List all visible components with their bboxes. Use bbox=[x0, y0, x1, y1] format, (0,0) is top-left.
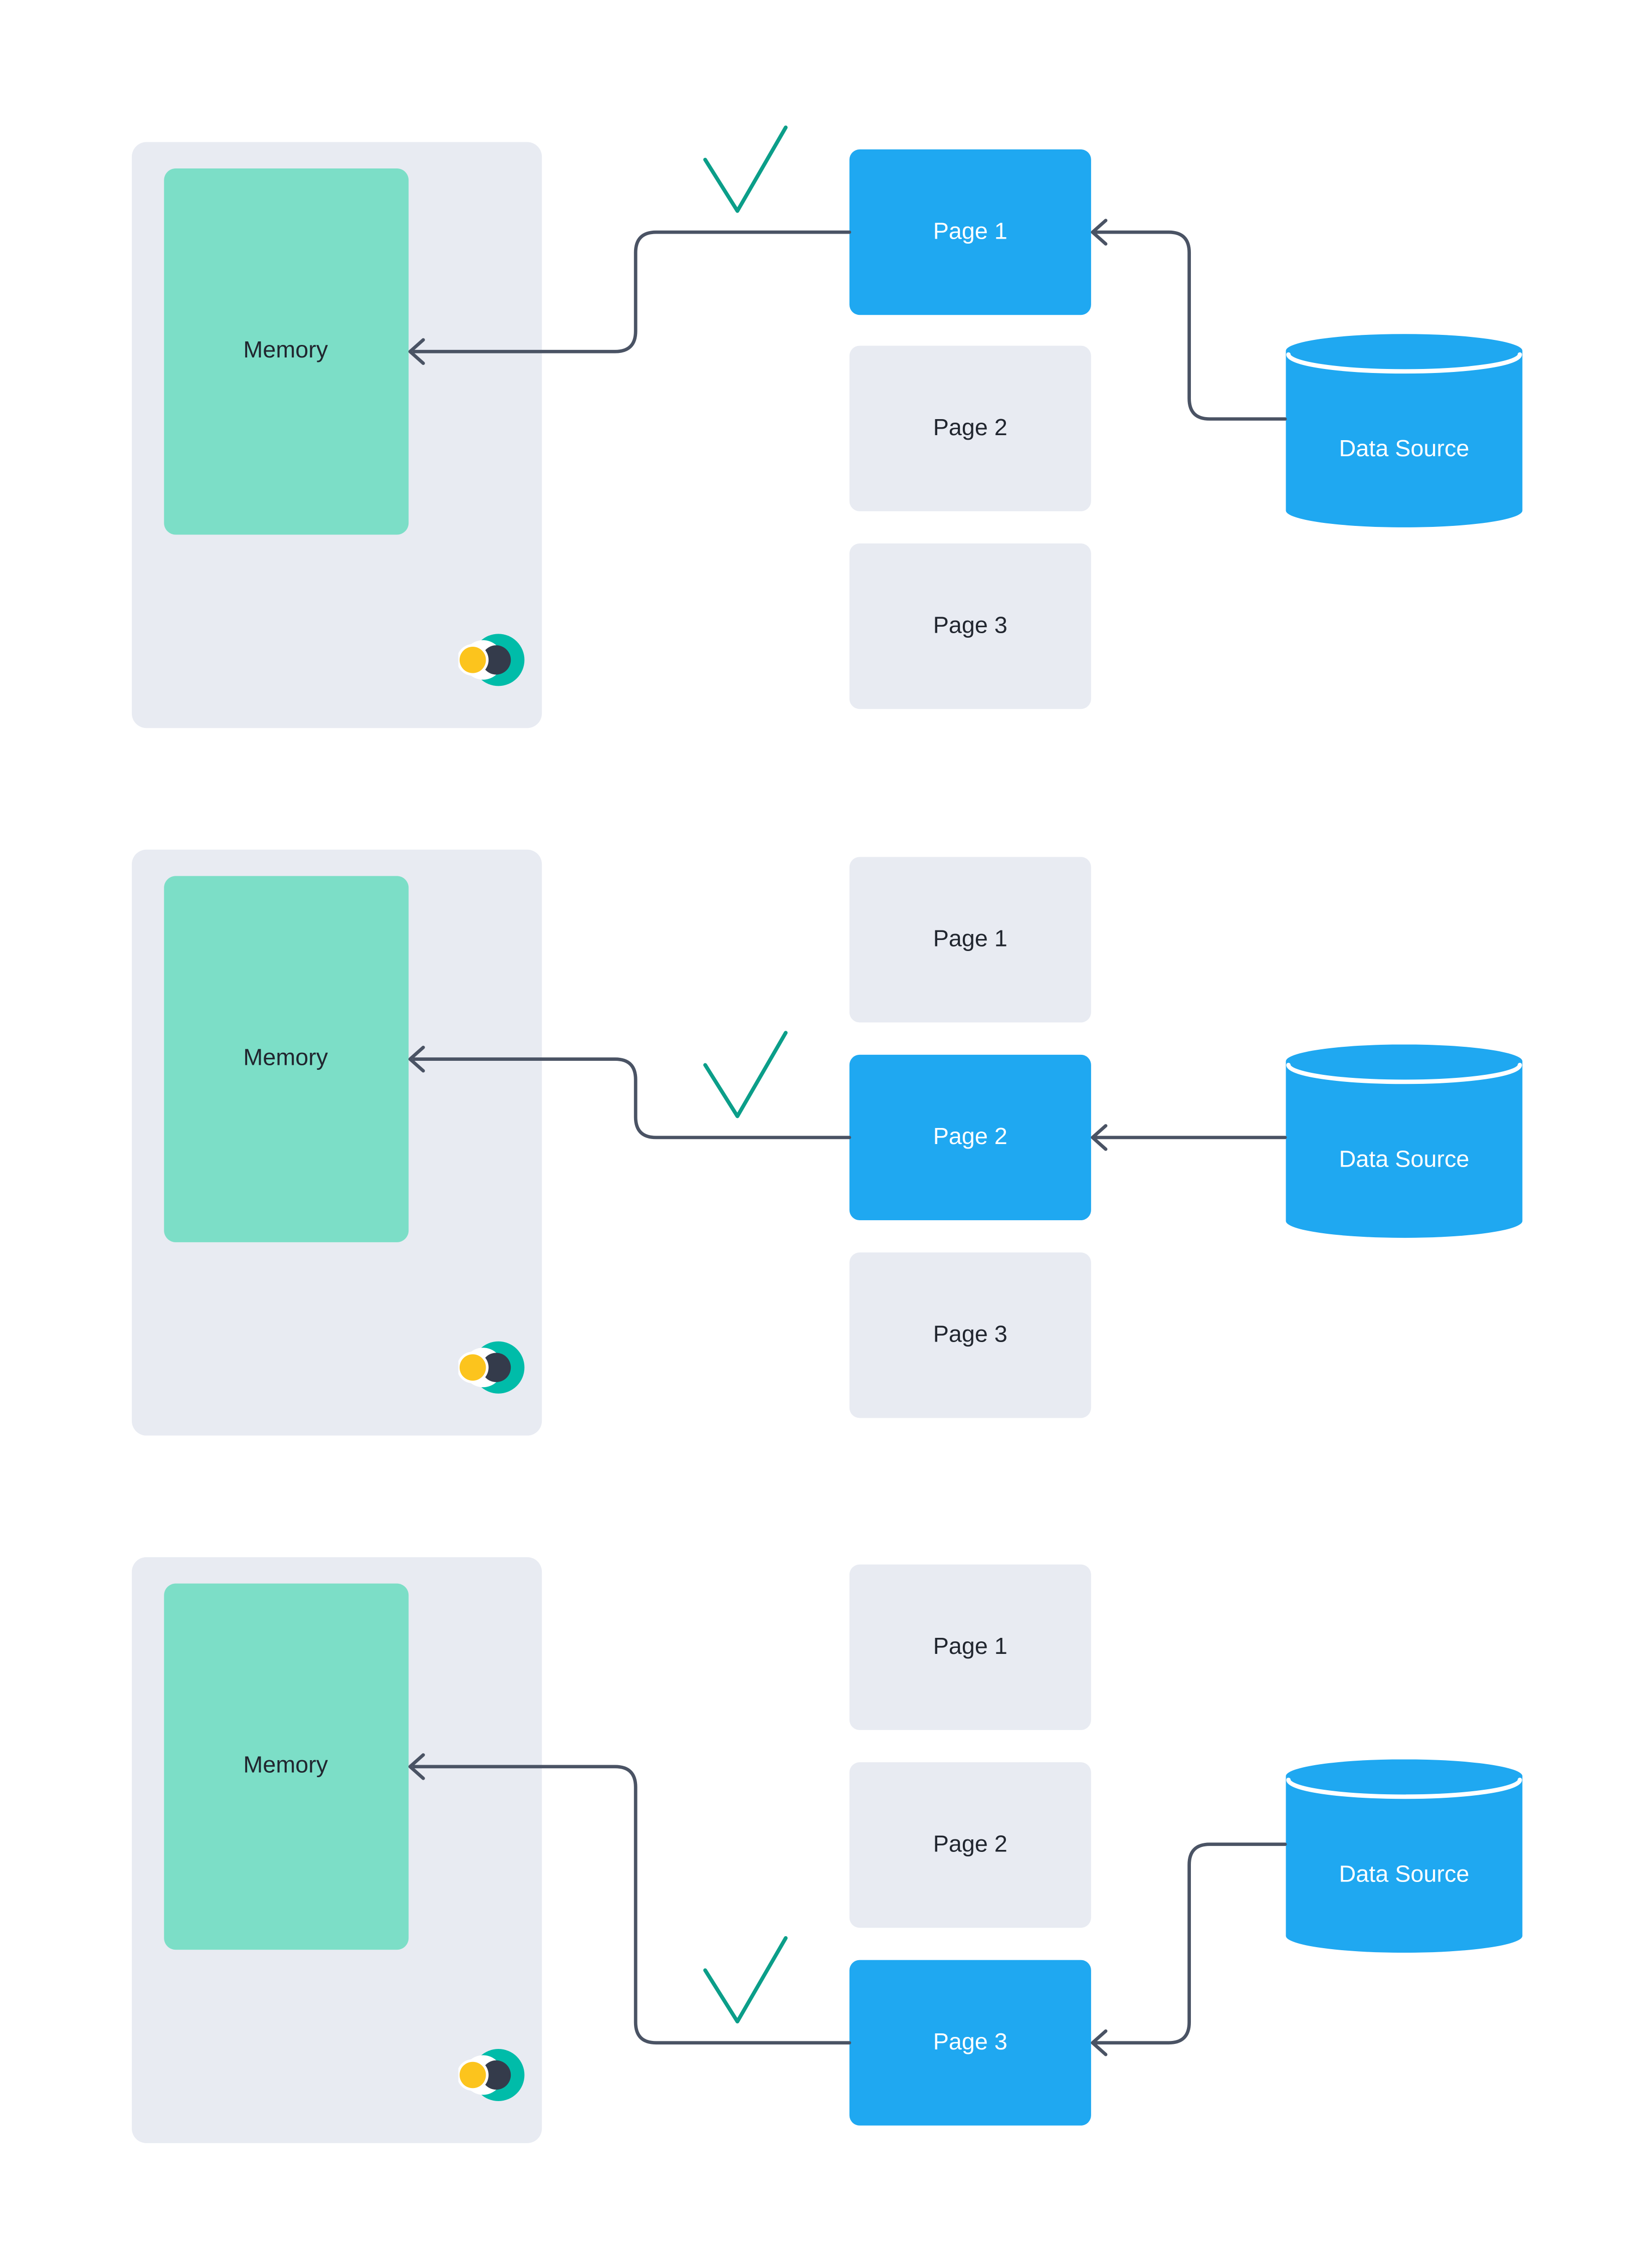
memory-block: Memory bbox=[163, 168, 408, 535]
page-box-page3: Page 3 bbox=[849, 543, 1091, 709]
page-box-page2: Page 2 bbox=[849, 1762, 1091, 1928]
page-label: Page 1 bbox=[933, 219, 1007, 244]
data-source-cylinder: Data Source bbox=[1285, 334, 1522, 527]
brand-logo-icon bbox=[458, 1341, 525, 1394]
memory-block: Memory bbox=[163, 876, 408, 1242]
page-box-page3: Page 3 bbox=[849, 1960, 1091, 2126]
memory-panel: Memory bbox=[131, 142, 542, 728]
page-label: Page 3 bbox=[933, 2029, 1007, 2055]
page-box-page2: Page 2 bbox=[849, 1054, 1091, 1221]
page-label: Page 2 bbox=[933, 1124, 1007, 1150]
memory-block: Memory bbox=[163, 1583, 408, 1950]
page-label: Page 3 bbox=[933, 1322, 1007, 1347]
arrow-datasource-to-page3 bbox=[1091, 1842, 1287, 2056]
data-source-cylinder: Data Source bbox=[1285, 1759, 1522, 1953]
data-source-label: Data Source bbox=[1338, 1860, 1469, 1887]
check-icon bbox=[703, 1031, 788, 1118]
memory-label: Memory bbox=[243, 1046, 328, 1071]
data-source-label: Data Source bbox=[1338, 435, 1469, 461]
brand-logo-icon bbox=[458, 2048, 525, 2102]
page-label: Page 2 bbox=[933, 415, 1007, 441]
data-source-cylinder: Data Source bbox=[1285, 1044, 1522, 1238]
page-box-page3: Page 3 bbox=[849, 1252, 1091, 1418]
arrow-datasource-to-page2 bbox=[1091, 1124, 1287, 1151]
page-label: Page 1 bbox=[933, 926, 1007, 952]
page-box-page2: Page 2 bbox=[849, 345, 1091, 511]
check-icon bbox=[703, 125, 788, 213]
data-source-label: Data Source bbox=[1338, 1146, 1469, 1172]
check-icon bbox=[703, 1936, 788, 2024]
memory-label: Memory bbox=[243, 338, 328, 363]
page-box-page1: Page 1 bbox=[849, 857, 1091, 1023]
page-label: Page 2 bbox=[933, 1831, 1007, 1857]
brand-logo-icon bbox=[458, 634, 525, 686]
page-box-page1: Page 1 bbox=[849, 149, 1091, 315]
memory-panel: Memory bbox=[131, 1557, 542, 2143]
memory-panel: Memory bbox=[131, 849, 542, 1436]
page-label: Page 1 bbox=[933, 1634, 1007, 1659]
page-label: Page 3 bbox=[933, 613, 1007, 638]
page-box-page1: Page 1 bbox=[849, 1564, 1091, 1730]
arrow-datasource-to-page1 bbox=[1091, 219, 1287, 421]
memory-label: Memory bbox=[243, 1753, 328, 1779]
